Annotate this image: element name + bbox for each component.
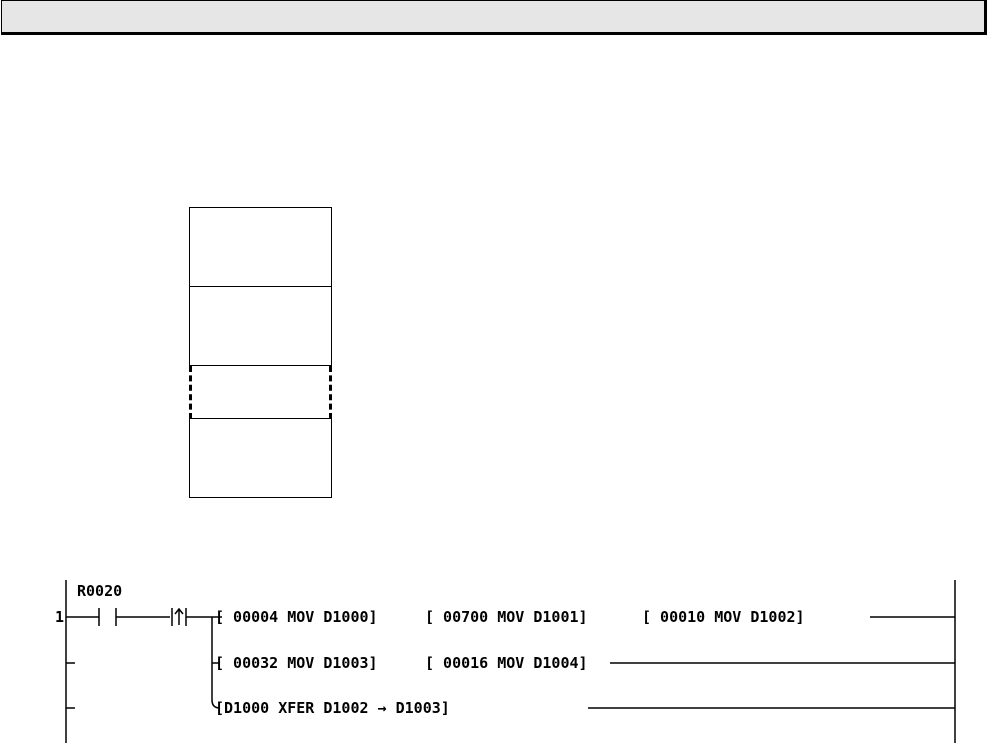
memory-block-1: [189, 207, 332, 287]
instruction-mov-00010-d1002: [ 00010 MOV D1002]: [642, 608, 805, 626]
memory-block-2: [189, 286, 332, 366]
instruction-mov-00032-d1003: [ 00032 MOV D1003]: [215, 654, 378, 672]
memory-block-range: [189, 366, 332, 419]
instruction-mov-00016-d1004: [ 00016 MOV D1004]: [425, 654, 588, 672]
instruction-mov-00004-d1000: [ 00004 MOV D1000]: [215, 608, 378, 626]
rung-number: 1: [55, 608, 64, 626]
ladder-diagram: 1 R0020 [ 00004 MOV D1000] [ 00700 MOV D…: [55, 580, 956, 743]
instruction-xfer: [D1000 XFER D1002 → D1003]: [215, 699, 450, 717]
contact-label: R0020: [77, 582, 122, 600]
title-bar: [1, 0, 987, 35]
rising-edge-icon: [171, 607, 187, 626]
memory-block-last: [189, 418, 332, 498]
instruction-mov-00700-d1001: [ 00700 MOV D1001]: [425, 608, 588, 626]
